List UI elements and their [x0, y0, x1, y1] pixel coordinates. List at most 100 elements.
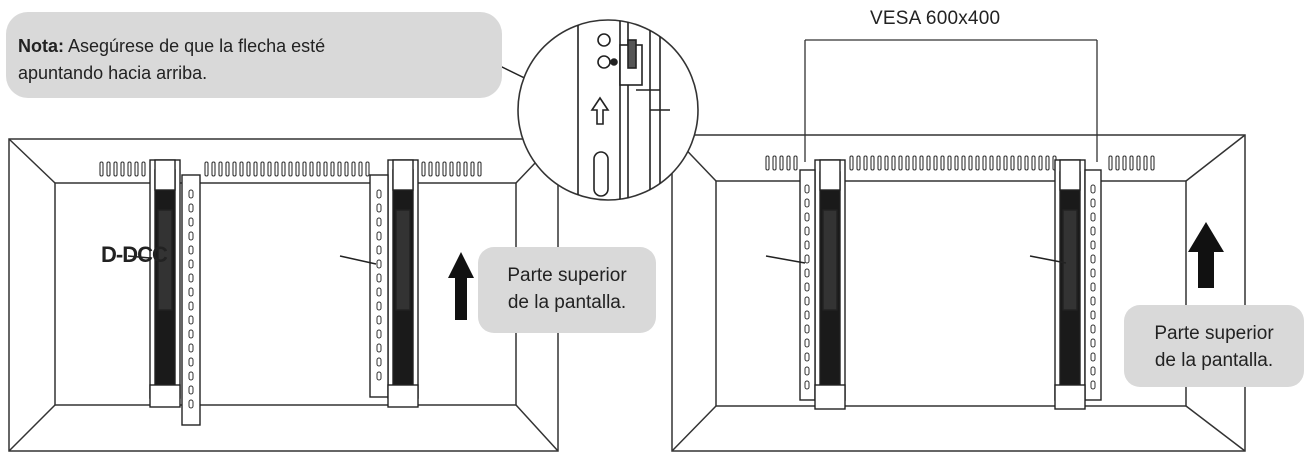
vent-slot	[204, 161, 209, 177]
left-screen-vents	[99, 161, 482, 177]
vent-slot	[288, 161, 293, 177]
vent-slot	[477, 161, 482, 177]
bracket-hole	[188, 231, 194, 241]
left-leader-line-2	[127, 255, 151, 259]
vent-slot	[253, 161, 258, 177]
vent-slot	[982, 155, 987, 171]
bracket-hole	[1090, 338, 1096, 348]
right-leader-line	[765, 255, 806, 264]
vent-slot	[968, 155, 973, 171]
vent-slot	[302, 161, 307, 177]
vent-slot	[421, 161, 426, 177]
bracket-hole	[804, 184, 810, 194]
bracket-hole	[188, 371, 194, 381]
vent-slot	[358, 161, 363, 177]
vent-slot	[912, 155, 917, 171]
magnified-arrow-icon	[590, 96, 610, 125]
bracket-hole	[804, 268, 810, 278]
vent-slot	[449, 161, 454, 177]
up-arrow-icon	[448, 252, 474, 320]
bracket-hole	[376, 343, 382, 353]
left-bracket-2	[369, 159, 419, 408]
vent-slot	[260, 161, 265, 177]
bracket-hole	[804, 198, 810, 208]
vent-slot	[940, 155, 945, 171]
vent-slot	[141, 161, 146, 177]
vent-slot	[933, 155, 938, 171]
bracket-hole	[376, 315, 382, 325]
vent-slot	[218, 161, 223, 177]
vent-slot	[120, 161, 125, 177]
vent-slot	[975, 155, 980, 171]
vent-slot	[870, 155, 875, 171]
vent-slot	[1129, 155, 1134, 171]
vent-slot	[793, 155, 798, 171]
right-callout-line-2: de la pantalla.	[1154, 350, 1274, 371]
bracket-hole	[376, 287, 382, 297]
bracket-hole	[804, 240, 810, 250]
vent-slot	[295, 161, 300, 177]
bracket-hole	[188, 203, 194, 213]
bracket-hole	[376, 273, 382, 283]
vent-slot	[926, 155, 931, 171]
vent-slot	[211, 161, 216, 177]
vent-slot	[856, 155, 861, 171]
bracket-hole	[804, 310, 810, 320]
vent-slot	[772, 155, 777, 171]
bracket-hole	[376, 301, 382, 311]
bracket-hole	[804, 380, 810, 390]
right-bracket-2	[1054, 159, 1102, 410]
bracket-hole	[376, 203, 382, 213]
vesa-label: VESA 600x400	[870, 8, 1001, 29]
bracket-hole	[804, 254, 810, 264]
note-line-2: apuntando hacia arriba.	[18, 63, 208, 83]
bracket-hole	[376, 189, 382, 199]
vent-slot	[849, 155, 854, 171]
vent-slot	[246, 161, 251, 177]
bracket-hole	[188, 385, 194, 395]
bracket-hole	[804, 296, 810, 306]
bracket-hole	[376, 259, 382, 269]
vent-slot	[961, 155, 966, 171]
bracket-hole	[188, 315, 194, 325]
vent-slot	[898, 155, 903, 171]
bracket-hole	[804, 338, 810, 348]
vent-slot	[779, 155, 784, 171]
left-bracket-2-holes	[376, 189, 382, 381]
right-bracket-2-holes	[1090, 184, 1096, 390]
bracket-hole	[804, 366, 810, 376]
vent-slot	[954, 155, 959, 171]
bracket-label: D-DCC	[101, 242, 168, 267]
bracket-hole	[1090, 184, 1096, 194]
vent-slot	[113, 161, 118, 177]
vent-slot	[905, 155, 910, 171]
vent-slot	[442, 161, 447, 177]
bracket-hole	[376, 245, 382, 255]
vent-slot	[456, 161, 461, 177]
bracket-hole	[188, 287, 194, 297]
right-bracket-1	[799, 159, 846, 410]
vent-slot	[1024, 155, 1029, 171]
left-bracket-1-holes	[188, 189, 194, 409]
vent-slot	[1038, 155, 1043, 171]
bracket-hole	[188, 357, 194, 367]
vent-slot	[106, 161, 111, 177]
vent-slot	[316, 161, 321, 177]
left-callout-line-1: Parte superior	[507, 265, 627, 286]
vent-slot	[225, 161, 230, 177]
bracket-hole	[188, 399, 194, 409]
vent-slot	[330, 161, 335, 177]
bracket-hole	[1090, 226, 1096, 236]
vent-slot	[891, 155, 896, 171]
bracket-hole	[376, 357, 382, 367]
bracket-hole	[1090, 240, 1096, 250]
bracket-hole	[188, 273, 194, 283]
vent-slot	[1122, 155, 1127, 171]
vent-slot	[267, 161, 272, 177]
bracket-hole	[1090, 268, 1096, 278]
bracket-hole	[188, 259, 194, 269]
right-screen-vents	[765, 155, 1155, 171]
left-leader-line	[339, 255, 377, 265]
note-bold-label: Nota:	[18, 36, 64, 56]
vent-slot	[947, 155, 952, 171]
